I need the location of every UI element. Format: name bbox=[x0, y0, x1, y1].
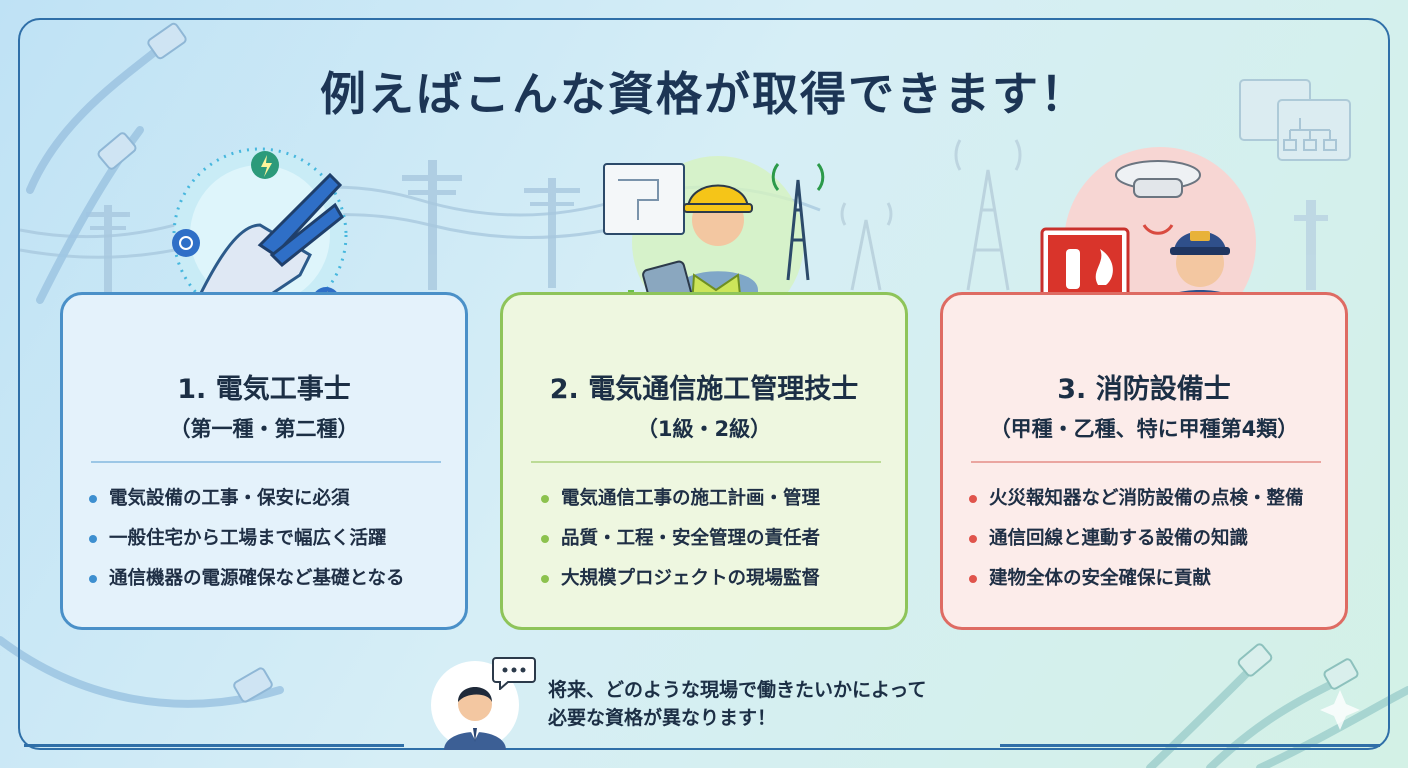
list-item: 電気通信工事の施工計画・管理 bbox=[539, 485, 909, 525]
card-subtitle: （甲種・乙種、特に甲種第4類） bbox=[989, 417, 1299, 441]
list-item: 電気設備の工事・保安に必須 bbox=[87, 485, 457, 525]
card-bullet-list: 電気設備の工事・保安に必須 一般住宅から工場まで幅広く活躍 通信機器の電源確保な… bbox=[87, 485, 457, 605]
list-item: 通信機器の電源確保など基礎となる bbox=[87, 565, 457, 605]
list-item: 品質・工程・安全管理の責任者 bbox=[539, 525, 909, 565]
list-item: 火災報知器など消防設備の点検・整備 bbox=[967, 485, 1337, 525]
card-divider bbox=[971, 461, 1321, 463]
list-item: 一般住宅から工場まで幅広く活躍 bbox=[87, 525, 457, 565]
card-bullet-list: 火災報知器など消防設備の点検・整備 通信回線と連動する設備の知識 建物全体の安全… bbox=[967, 485, 1337, 605]
qualification-card-telecom-manager: 2. 電気通信施工管理技士 （1級・2級） 電気通信工事の施工計画・管理 品質・… bbox=[500, 292, 908, 630]
list-item: 通信回線と連動する設備の知識 bbox=[967, 525, 1337, 565]
page-frame bbox=[18, 18, 1390, 750]
qualification-card-electrician: 1. 電気工事士 （第一種・第二種） 電気設備の工事・保安に必須 一般住宅から工… bbox=[60, 292, 468, 630]
qualification-card-fire-equipment: 3. 消防設備士 （甲種・乙種、特に甲種第4類） 火災報知器など消防設備の点検・… bbox=[940, 292, 1348, 630]
card-divider bbox=[91, 461, 441, 463]
footer-line-1: 将来、どのような現場で働きたいかによって bbox=[548, 679, 927, 701]
footer-line-2: 必要な資格が異なります！ bbox=[548, 707, 777, 729]
card-title: 3. 消防設備士 bbox=[1057, 374, 1231, 405]
card-subtitle: （第一種・第二種） bbox=[169, 417, 359, 441]
card-subtitle: （1級・2級） bbox=[636, 417, 772, 441]
card-title: 1. 電気工事士 bbox=[177, 374, 351, 405]
card-bullet-list: 電気通信工事の施工計画・管理 品質・工程・安全管理の責任者 大規模プロジェクトの… bbox=[539, 485, 909, 605]
speech-bubble-icon bbox=[492, 657, 536, 690]
footer-message: 将来、どのような現場で働きたいかによって 必要な資格が異なります！ bbox=[548, 676, 926, 732]
page-title: 例えばこんな資格が取得できます！ bbox=[320, 67, 1088, 121]
card-title: 2. 電気通信施工管理技士 bbox=[549, 374, 859, 405]
card-divider bbox=[531, 461, 881, 463]
list-item: 大規模プロジェクトの現場監督 bbox=[539, 565, 909, 605]
list-item: 建物全体の安全確保に貢献 bbox=[967, 565, 1337, 605]
fire-safety-illustration bbox=[1040, 147, 1256, 340]
